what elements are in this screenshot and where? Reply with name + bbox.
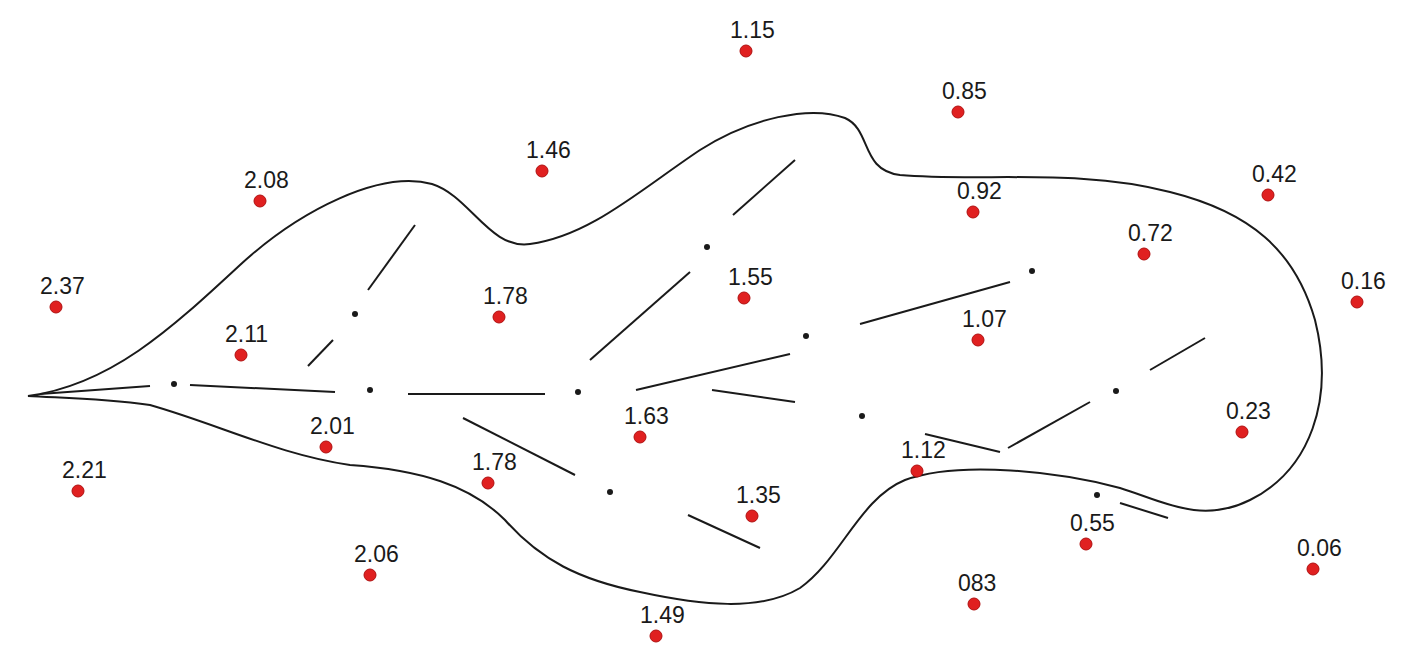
sample-value: 2.21	[62, 457, 107, 483]
sample-value: 2.01	[310, 413, 355, 439]
sample-value: 2.08	[244, 167, 289, 193]
sample-value: 1.63	[624, 403, 669, 429]
sample-points	[50, 45, 1363, 642]
leaf-veins	[40, 160, 1205, 548]
vein-nodes	[171, 244, 1119, 498]
sample-value: 0.06	[1297, 535, 1342, 561]
sample-value: 2.06	[354, 541, 399, 567]
sample-value: 2.11	[225, 321, 268, 347]
sample-value: 0.42	[1252, 161, 1297, 187]
sample-value: 1.35	[736, 482, 781, 508]
sample-value: 1.49	[640, 602, 685, 628]
sample-value: 1.78	[483, 283, 528, 309]
sample-value: 1.15	[730, 17, 775, 43]
sample-value: 0.23	[1226, 398, 1271, 424]
sample-value: 083	[958, 570, 996, 596]
leaf-outline	[28, 113, 1322, 604]
sample-value: 0.16	[1341, 268, 1386, 294]
sample-value: 1.07	[962, 306, 1007, 332]
sample-value: 1.55	[728, 264, 773, 290]
sample-value: 1.78	[472, 449, 517, 475]
sample-value: 1.46	[526, 137, 571, 163]
sample-value: 2.37	[40, 273, 85, 299]
sample-value: 0.72	[1128, 220, 1173, 246]
sample-value: 0.92	[957, 178, 1002, 204]
sample-value: 0.55	[1070, 510, 1115, 536]
sample-value: 0.85	[942, 78, 987, 104]
sample-value: 1.12	[901, 437, 946, 463]
